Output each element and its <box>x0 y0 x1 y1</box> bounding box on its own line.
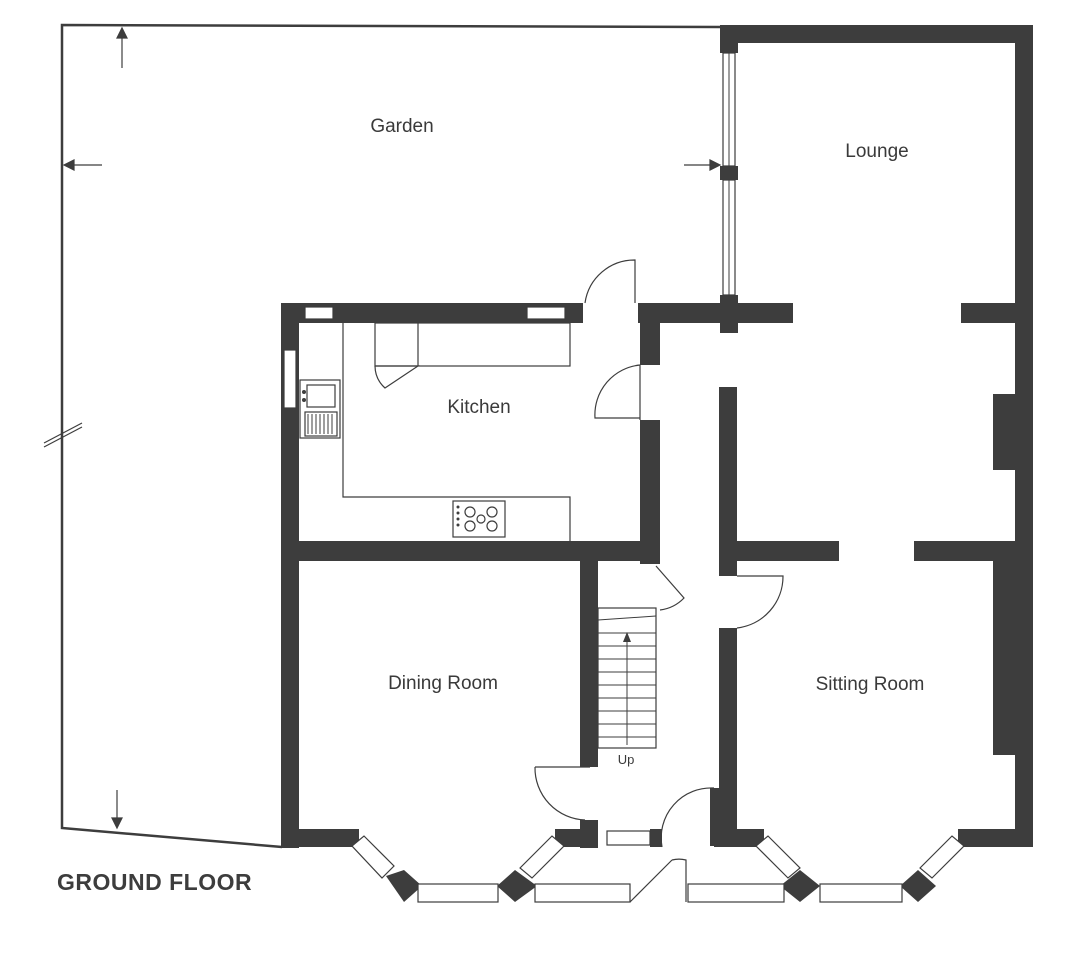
dimension-arrow-icon <box>62 26 722 830</box>
sink-icon <box>299 379 341 439</box>
staircase <box>597 607 657 749</box>
room-label-dining-room: Dining Room <box>388 673 498 694</box>
floor-title: GROUND FLOOR <box>57 869 252 895</box>
break-mark-icon <box>43 422 83 448</box>
walls <box>281 25 1033 902</box>
room-label-lounge: Lounge <box>845 141 908 162</box>
kitchen-fittings <box>299 322 571 541</box>
doors <box>534 259 784 903</box>
room-label-sitting-room: Sitting Room <box>816 674 925 695</box>
windows <box>283 52 965 903</box>
room-label-garden: Garden <box>370 116 433 137</box>
stairs-arrow-icon <box>623 632 631 745</box>
garden-boundary <box>43 23 722 849</box>
hob-icon <box>452 500 506 538</box>
room-label-kitchen: Kitchen <box>447 397 510 418</box>
stairs-label: Up <box>618 752 635 767</box>
